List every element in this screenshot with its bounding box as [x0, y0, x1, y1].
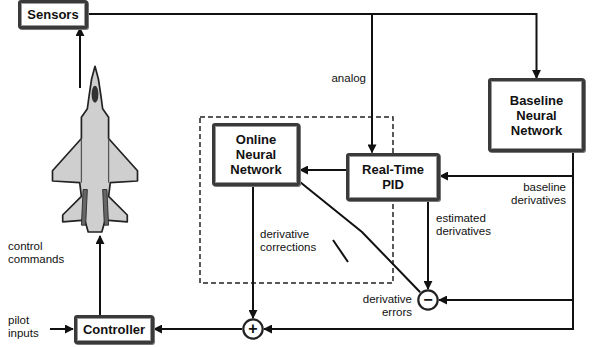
- node-text-group: Online Neural Network: [221, 132, 291, 177]
- input-label: pilot inputs: [8, 314, 48, 340]
- node-text-group: Real-Time PID: [355, 162, 431, 192]
- aircraft-to-sensors-arrow: [79, 28, 81, 88]
- aircraft-body: [53, 66, 138, 232]
- node-text-group: +: [248, 321, 257, 337]
- signal-connector: [154, 328, 242, 330]
- signal-connector: [427, 201, 429, 290]
- node-text-group: Baseline Neural Network: [497, 93, 576, 138]
- node-text-group: −: [423, 292, 432, 308]
- node-title: Real-Time PID: [355, 162, 431, 192]
- junction-circle: [243, 319, 262, 338]
- node-title: +: [248, 321, 257, 337]
- difference-junction: −: [417, 289, 439, 311]
- summing-junction: +: [242, 318, 264, 340]
- signal-connector: [252, 186, 254, 318]
- signal-connector: [300, 169, 346, 171]
- edge-label: estimated derivatives: [436, 212, 510, 238]
- controller-box: Controller: [74, 315, 154, 344]
- network-box: Online Neural Network: [212, 123, 300, 186]
- junction-circle: [418, 290, 437, 309]
- signal-connector: [264, 152, 573, 329]
- node-text-group: Controller: [81, 322, 147, 337]
- node-title: Online Neural Network: [221, 132, 291, 177]
- signal-connector: [440, 152, 573, 176]
- network-box: Baseline Neural Network: [488, 78, 585, 152]
- control-commands-arrow: [99, 236, 101, 317]
- signal-label: control commands: [8, 240, 70, 266]
- edge-label: derivative errors: [348, 293, 412, 319]
- node-title: Sensors: [25, 7, 81, 22]
- aircraft-fin: [103, 190, 109, 226]
- node-text-group: Sensors: [25, 7, 81, 22]
- node-title: Controller: [81, 322, 147, 337]
- pilot-inputs-arrow: [50, 328, 73, 330]
- process-box: Real-Time PID: [346, 153, 440, 201]
- node-title: Baseline Neural Network: [497, 93, 576, 138]
- edge-label: derivative corrections: [260, 228, 330, 254]
- edge-label: baseline derivatives: [488, 181, 566, 207]
- aircraft-illustration: [53, 66, 138, 232]
- node-title: −: [423, 292, 432, 308]
- edge-label: analog: [318, 72, 366, 85]
- aircraft-cockpit: [92, 86, 99, 103]
- aircraft-panel-line: [108, 139, 109, 183]
- signal-connector: [88, 14, 537, 78]
- aircraft-fin: [81, 190, 87, 226]
- sensor-box: Sensors: [18, 0, 88, 29]
- switch-blade: [333, 240, 348, 262]
- aircraft-panel-line: [81, 139, 82, 183]
